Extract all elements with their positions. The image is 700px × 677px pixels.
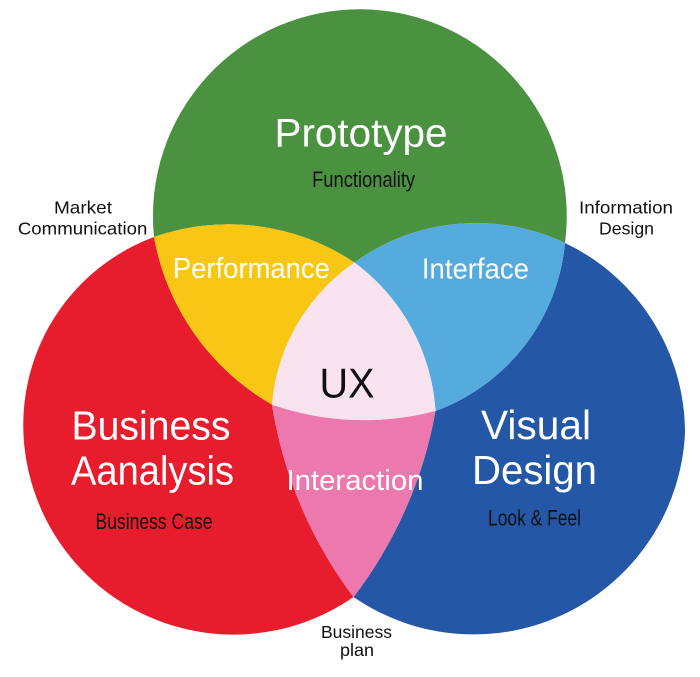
svg-text:Business: Business <box>321 622 392 642</box>
svg-text:Interaction: Interaction <box>287 465 424 497</box>
svg-text:Look & Feel: Look & Feel <box>488 505 581 530</box>
svg-text:Business: Business <box>72 402 231 448</box>
svg-text:plan: plan <box>340 640 374 660</box>
svg-text:Prototype: Prototype <box>275 111 448 155</box>
svg-text:Business Case: Business Case <box>96 509 213 534</box>
svg-text:Interface: Interface <box>422 253 529 285</box>
svg-text:UX: UX <box>320 360 375 407</box>
svg-text:Performance: Performance <box>173 253 330 285</box>
svg-text:Visual: Visual <box>481 402 591 448</box>
svg-text:Design: Design <box>599 218 654 238</box>
svg-text:Functionality: Functionality <box>312 167 415 192</box>
svg-text:Market: Market <box>54 198 112 218</box>
svg-text:Communication: Communication <box>18 219 148 239</box>
svg-text:Information: Information <box>579 198 673 218</box>
svg-text:Design: Design <box>472 447 597 493</box>
svg-text:Aanalysis: Aanalysis <box>71 447 234 493</box>
